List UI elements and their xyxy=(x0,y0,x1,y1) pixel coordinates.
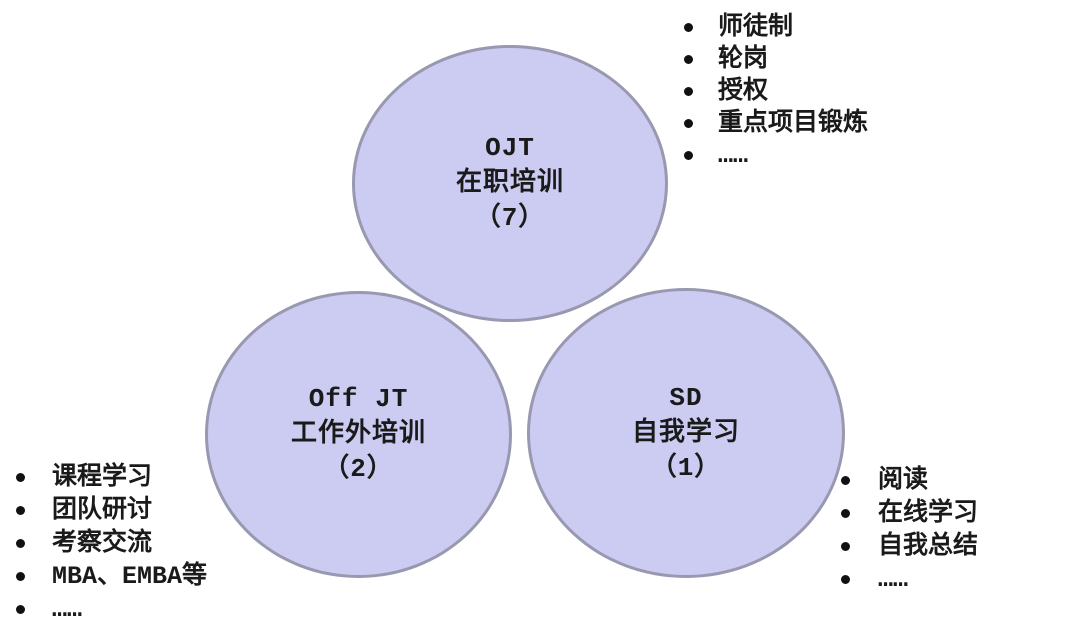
circle-sd: SD 自我学习 （1） xyxy=(527,288,845,578)
bullet-icon xyxy=(16,506,25,515)
list-item-label: 授权 xyxy=(718,76,769,106)
list-item: …… xyxy=(16,593,207,626)
list-item-label: 轮岗 xyxy=(718,44,769,74)
list-item: MBA、EMBA等 xyxy=(16,560,207,593)
circle-ojt-name: 在职培训 xyxy=(455,168,564,198)
circle-sd-code: SD xyxy=(669,382,703,413)
bullet-icon xyxy=(841,476,850,485)
bullet-icon xyxy=(684,86,693,96)
list-item: …… xyxy=(841,563,978,596)
circle-ojt: OJT 在职培训 （7） xyxy=(352,45,668,322)
sd-methods-list: 阅读 在线学习 自我总结 …… xyxy=(841,464,978,596)
circle-offjt: Off JT 工作外培训 （2） xyxy=(205,291,512,578)
list-item-label: 考察交流 xyxy=(52,529,153,558)
list-item: 团队研讨 xyxy=(16,494,207,527)
list-item-label: 师徒制 xyxy=(718,12,794,42)
list-item: …… xyxy=(684,139,868,171)
list-item-label: 重点项目锻炼 xyxy=(718,108,869,138)
offjt-methods-list: 课程学习 团队研讨 考察交流 MBA、EMBA等 …… xyxy=(16,461,207,626)
list-item: 阅读 xyxy=(841,464,978,497)
bullet-icon xyxy=(16,605,25,614)
list-item-label: 在线学习 xyxy=(878,499,979,528)
circle-ojt-code: OJT xyxy=(485,133,535,163)
circle-offjt-name: 工作外培训 xyxy=(290,419,426,449)
bullet-icon xyxy=(684,118,693,128)
list-item-label: …… xyxy=(718,140,749,170)
list-item: 重点项目锻炼 xyxy=(684,107,868,139)
bullet-icon xyxy=(684,22,693,32)
list-item: 课程学习 xyxy=(16,461,207,494)
list-item-label: 团队研讨 xyxy=(52,496,153,525)
list-item-label: 阅读 xyxy=(878,466,929,495)
list-item: 轮岗 xyxy=(684,43,868,75)
bullet-icon xyxy=(841,542,850,551)
list-item: 授权 xyxy=(684,75,868,107)
bullet-icon xyxy=(841,509,850,518)
list-item-label: 自我总结 xyxy=(878,532,979,561)
bullet-icon xyxy=(16,572,25,581)
ojt-methods-list: 师徒制 轮岗 授权 重点项目锻炼 …… xyxy=(684,11,868,171)
list-item-label: …… xyxy=(878,565,909,594)
bullet-icon xyxy=(841,575,850,584)
list-item: 考察交流 xyxy=(16,527,207,560)
list-item: 自我总结 xyxy=(841,530,978,563)
circle-sd-name: 自我学习 xyxy=(631,417,740,448)
list-item-label: MBA、EMBA等 xyxy=(52,562,208,591)
bullet-icon xyxy=(16,539,25,548)
circle-sd-count: （1） xyxy=(650,452,722,483)
list-item: 在线学习 xyxy=(841,497,978,530)
circle-offjt-count: （2） xyxy=(323,454,394,484)
bullet-icon xyxy=(684,54,693,64)
list-item-label: …… xyxy=(52,595,83,624)
list-item: 师徒制 xyxy=(684,11,868,43)
bullet-icon xyxy=(16,473,25,482)
bullet-icon xyxy=(684,150,693,160)
circle-ojt-count: （7） xyxy=(474,203,546,233)
circle-offjt-code: Off JT xyxy=(308,384,409,414)
list-item-label: 课程学习 xyxy=(52,463,153,492)
